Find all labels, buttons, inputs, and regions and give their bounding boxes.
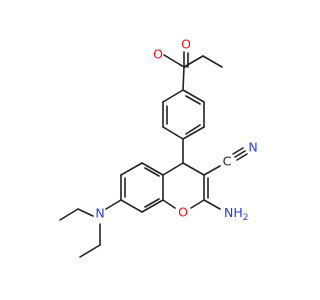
bond-carbonyl-c-ring — [182, 66, 185, 91]
atom-n-diethylamino: N — [95, 206, 104, 221]
bond-aryl-n — [105, 199, 122, 210]
atom-nh2: NH2 — [224, 205, 248, 223]
bond-c2-nh2 — [203, 199, 221, 210]
atom-o-ring: O — [178, 205, 188, 220]
diethylamino-group — [59, 199, 122, 258]
atom-c-nitrile: C — [223, 154, 232, 169]
bond-c3-cn — [203, 165, 221, 176]
atom-o-carbonyl: O — [181, 37, 191, 52]
nitrile-group — [203, 147, 248, 176]
bond-o-methyl — [202, 55, 223, 68]
pyran-ring — [162, 162, 209, 209]
atom-n-nitrile: N — [248, 140, 257, 155]
methyl-ester-group — [163, 51, 223, 91]
chemical-structure-canvas: O O C N O NH2 N — [59, 37, 258, 258]
amino-subscript: 2 — [243, 213, 249, 223]
atom-o-methoxy: O — [153, 47, 163, 62]
amino-label: NH — [224, 205, 243, 220]
bond-c-o-ether — [183, 55, 204, 68]
molecule-structure: O O C N O NH2 N — [59, 37, 258, 258]
benzo-ring — [120, 162, 164, 213]
benzene-ring — [162, 89, 205, 140]
